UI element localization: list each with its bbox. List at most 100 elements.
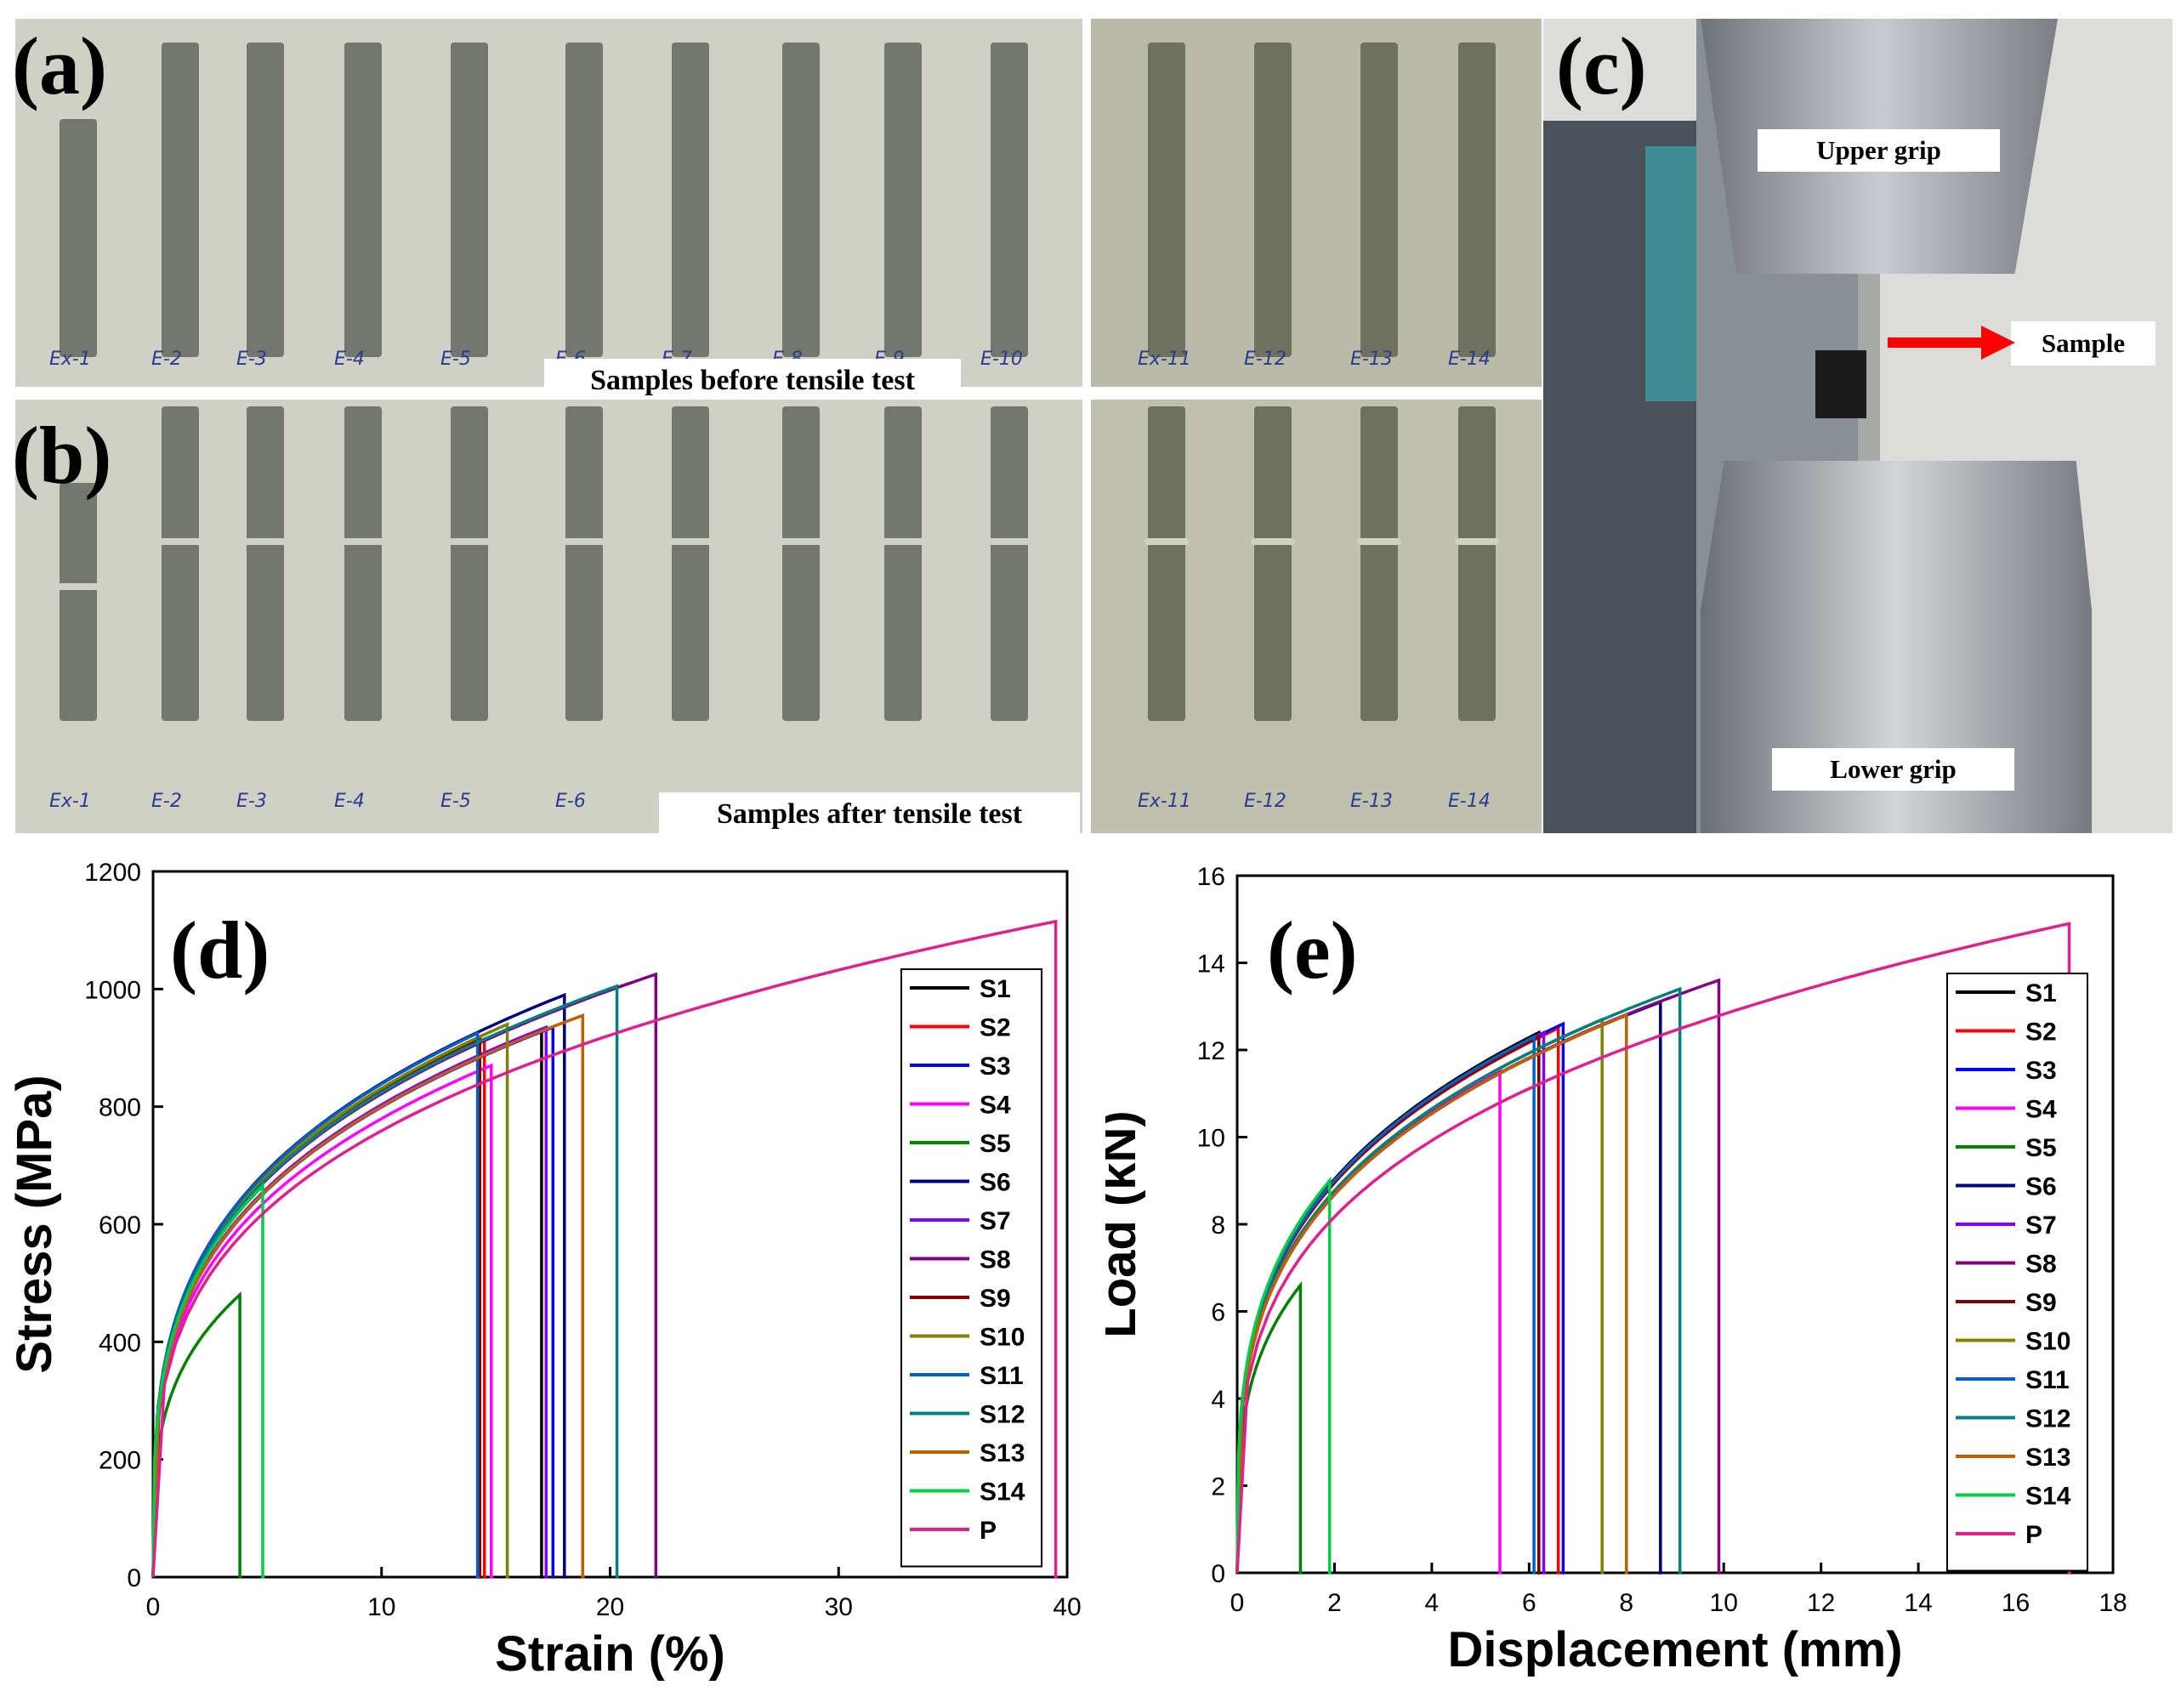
sample-arrow-icon — [1888, 326, 2015, 360]
specimen-tag: E-2 — [151, 349, 182, 370]
fracture-gap — [562, 538, 606, 546]
tensile-specimen — [1254, 43, 1292, 357]
tensile-specimen — [344, 406, 382, 721]
tensile-specimen — [1148, 43, 1185, 357]
tensile-specimen — [247, 43, 284, 357]
tensile-specimen — [1148, 406, 1185, 721]
x-tick-label: 0 — [146, 1593, 161, 1621]
x-tick-label: 10 — [367, 1593, 395, 1621]
y-tick-label: 1000 — [84, 976, 141, 1004]
legend-entry: S12 — [980, 1401, 1025, 1429]
legend-entry: S14 — [980, 1478, 1025, 1507]
series-line-s5 — [151, 1291, 242, 1579]
tensile-specimen — [162, 43, 199, 357]
legend-entry: S9 — [980, 1285, 1011, 1313]
tensile-specimen — [1254, 406, 1292, 721]
x-tick-label: 20 — [596, 1593, 624, 1621]
tensile-specimen — [60, 483, 97, 721]
legend-entry: S6 — [980, 1169, 1011, 1197]
tensile-specimen — [1360, 43, 1398, 357]
x-tick-label: 0 — [1230, 1589, 1245, 1617]
legend-entry: P — [980, 1517, 997, 1545]
specimen-tag: E-3 — [236, 349, 267, 370]
specimen-tag: E-13 — [1350, 791, 1393, 812]
sample-label: Sample — [2011, 321, 2155, 366]
specimen-tag: E-5 — [440, 349, 471, 370]
series-line-s10 — [151, 1022, 509, 1579]
specimen-tag: E-5 — [440, 791, 471, 812]
tensile-specimen — [782, 43, 820, 357]
fracture-gap — [1144, 538, 1189, 546]
series-line-s11 — [1235, 1034, 1536, 1575]
fracture-gap — [668, 538, 713, 546]
legend-entry: S1 — [980, 975, 1011, 1003]
tensile-specimen — [991, 43, 1028, 357]
y-tick-label: 4 — [1211, 1386, 1225, 1414]
series-line-s14 — [151, 1182, 265, 1579]
legend-entry: S8 — [2025, 1251, 2057, 1279]
tensile-specimen — [672, 406, 709, 721]
specimen-tag: E-12 — [1244, 349, 1286, 370]
series-line-s12 — [1235, 986, 1682, 1575]
x-tick-label: 2 — [1327, 1589, 1342, 1617]
legend-box — [900, 968, 1042, 1568]
tensile-specimen — [1458, 406, 1496, 721]
fracture-gap — [987, 538, 1031, 546]
tensile-specimen — [60, 119, 97, 357]
x-tick-label: 16 — [2002, 1589, 2030, 1617]
series-line-s13 — [1235, 1013, 1628, 1575]
specimen-tag: E-2 — [151, 791, 182, 812]
series-line-s13 — [151, 1013, 585, 1579]
y-tick-label: 0 — [1211, 1560, 1225, 1588]
x-tick-label: 14 — [1904, 1589, 1932, 1617]
tensile-specimen — [672, 43, 709, 357]
panel-label-b: (b) — [12, 410, 112, 501]
legend-entry: S7 — [980, 1207, 1011, 1235]
legend-entry: S5 — [980, 1130, 1011, 1158]
specimen-tag: E-4 — [334, 349, 365, 370]
specimen-tag: Ex-1 — [49, 791, 91, 812]
legend-entry: S6 — [2025, 1173, 2057, 1201]
series-line-s12 — [151, 984, 619, 1579]
y-axis-label: Load (kN) — [1105, 1110, 1146, 1337]
tensile-specimen — [1360, 406, 1398, 721]
y-tick-label: 800 — [99, 1094, 141, 1122]
y-tick-label: 1200 — [84, 859, 141, 887]
panel-label-a: (a) — [12, 20, 107, 111]
y-tick-label: 12 — [1197, 1037, 1225, 1065]
legend-entry: S2 — [980, 1014, 1011, 1042]
upper-grip-label: Upper grip — [1758, 129, 2000, 172]
tensile-specimen — [884, 43, 922, 357]
series-line-p — [151, 919, 1058, 1579]
fracture-gap — [779, 538, 823, 546]
tensile-specimen — [451, 406, 488, 721]
specimen-tag: Ex-1 — [49, 349, 91, 370]
y-tick-label: 2 — [1211, 1473, 1225, 1501]
legend-entry: S2 — [2025, 1019, 2057, 1047]
specimen-tag: E-4 — [334, 791, 365, 812]
y-tick-label: 14 — [1197, 950, 1225, 979]
y-tick-label: 16 — [1197, 863, 1225, 891]
tensile-specimen — [565, 406, 603, 721]
legend-entry: S13 — [980, 1439, 1025, 1467]
specimen-tag: Ex-11 — [1138, 349, 1191, 370]
y-tick-label: 8 — [1211, 1211, 1225, 1240]
legend-entry: P — [2025, 1521, 2042, 1549]
specimen-tag: E-3 — [236, 791, 267, 812]
tensile-specimen — [884, 406, 922, 721]
fracture-gap — [243, 538, 287, 546]
tensile-specimen — [247, 406, 284, 721]
legend-entry: S10 — [2025, 1328, 2070, 1356]
x-tick-label: 8 — [1619, 1589, 1633, 1617]
tensile-specimen — [991, 406, 1028, 721]
lower-grip-label: Lower grip — [1772, 748, 2014, 791]
legend-entry: S11 — [2025, 1366, 2070, 1394]
fracture-gap — [1455, 538, 1499, 546]
series-line-s4 — [151, 1063, 493, 1579]
legend-entry: S9 — [2025, 1289, 2057, 1317]
x-tick-label: 18 — [2099, 1589, 2127, 1617]
series-line-p — [1235, 922, 2071, 1575]
x-axis-label: Displacement (mm) — [1447, 1622, 1902, 1677]
x-axis-label: Strain (%) — [495, 1626, 725, 1682]
